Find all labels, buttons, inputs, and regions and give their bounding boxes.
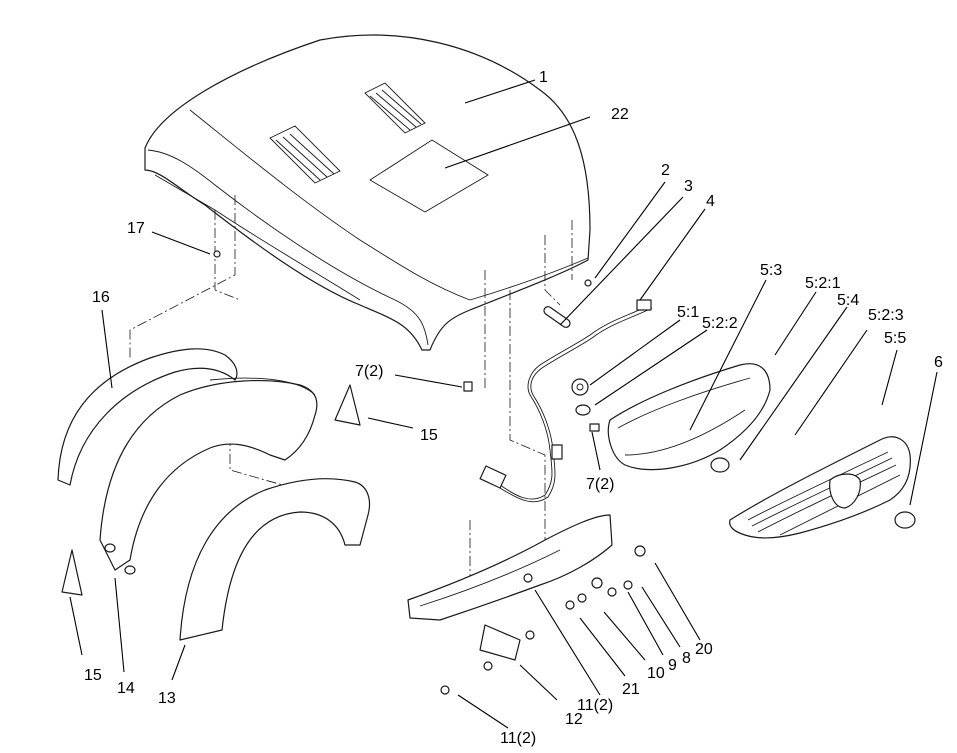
callout-13: 13 [158, 690, 176, 707]
callout-5-4: 5:4 [837, 292, 859, 309]
callout-labels: 1 22 2 3 4 17 16 5:3 5:2:1 5:1 5:2:2 5:4… [84, 69, 943, 747]
bracket-part [407, 381, 646, 695]
callout-4: 4 [706, 193, 715, 210]
wire-harness-part [479, 299, 653, 503]
callout-7-2-top: 7(2) [355, 363, 383, 380]
grille-part [729, 436, 916, 539]
hood-part [144, 34, 591, 351]
callout-20: 20 [695, 641, 713, 658]
hood-vents-front [269, 125, 341, 184]
callout-16: 16 [92, 289, 110, 306]
fender-lower-part [179, 478, 371, 641]
callout-5-3: 5:3 [760, 262, 782, 279]
wedge-part-b [61, 549, 83, 596]
callout-5-2-1: 5:2:1 [805, 275, 841, 292]
callout-15-left: 15 [84, 667, 102, 684]
callout-8: 8 [682, 650, 691, 667]
fender-trim-part [57, 348, 238, 486]
callout-5-1: 5:1 [677, 304, 699, 321]
hood-vents-rear [364, 82, 426, 134]
callout-17: 17 [127, 220, 145, 237]
decal-part [369, 139, 489, 213]
callout-15-right: 15 [420, 427, 438, 444]
callout-22: 22 [611, 106, 629, 123]
fender-part [99, 377, 318, 575]
hood-hardware [213, 250, 592, 328]
leader-lines [69, 79, 938, 729]
callout-5-2-2: 5:2:2 [702, 315, 738, 332]
callout-6: 6 [934, 354, 943, 371]
callout-9: 9 [668, 657, 677, 674]
callout-2: 2 [661, 162, 670, 179]
headlight-assembly-part [571, 363, 771, 473]
callout-10: 10 [647, 665, 665, 682]
callout-11-2-lower: 11(2) [500, 730, 536, 747]
callout-7-2-bottom: 7(2) [586, 476, 614, 493]
callout-1: 1 [539, 69, 548, 86]
callout-3: 3 [684, 178, 693, 195]
callout-14: 14 [117, 680, 135, 697]
wedge-part-a [334, 384, 361, 426]
callout-5-2-3: 5:2:3 [868, 307, 904, 324]
callout-12: 12 [565, 711, 583, 728]
callout-11-2-upper: 11(2) [577, 697, 613, 714]
callout-5-5: 5:5 [884, 330, 906, 347]
callout-21: 21 [622, 681, 640, 698]
